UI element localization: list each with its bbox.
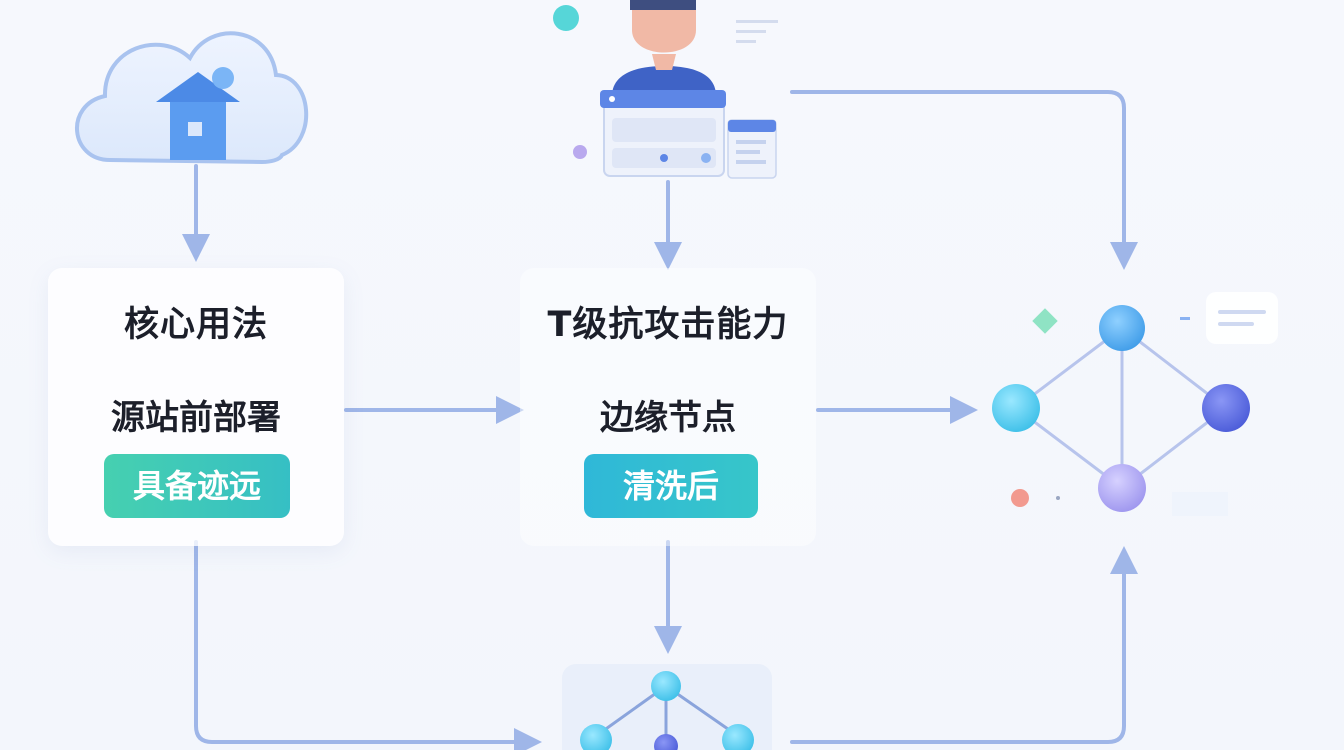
arrow-user-to-network xyxy=(790,90,1138,270)
left-block-card: 核心用法 源站前部署 具备迹远 xyxy=(48,268,344,546)
network-node-bottom xyxy=(1098,464,1146,512)
connector-lines xyxy=(182,90,1138,750)
network-node-graph-icon xyxy=(562,664,772,750)
left-block-badge: 具备迹远 xyxy=(104,454,290,518)
left-block-subtitle: 源站前部署 xyxy=(111,398,281,438)
network-node-top xyxy=(1099,305,1145,351)
left-block-title: 核心用法 xyxy=(123,305,268,345)
browser-window-icon xyxy=(600,20,778,179)
arrow-bottom-to-network xyxy=(790,546,1138,744)
middle-block-card: T级抗攻击能力 边缘节点 清洗后 xyxy=(520,268,816,546)
network-node-right xyxy=(1202,384,1250,432)
network-node-graph-icon xyxy=(992,292,1278,516)
middle-block-title: T级抗攻击能力 xyxy=(547,305,789,345)
cloud-house-icon xyxy=(75,31,308,165)
arrow-left-to-bottom xyxy=(194,540,542,750)
middle-block-badge: 清洗后 xyxy=(584,454,758,518)
network-node-left xyxy=(992,384,1040,432)
middle-block-subtitle: 边缘节点 xyxy=(600,398,736,438)
user-avatar-icon xyxy=(553,0,716,159)
